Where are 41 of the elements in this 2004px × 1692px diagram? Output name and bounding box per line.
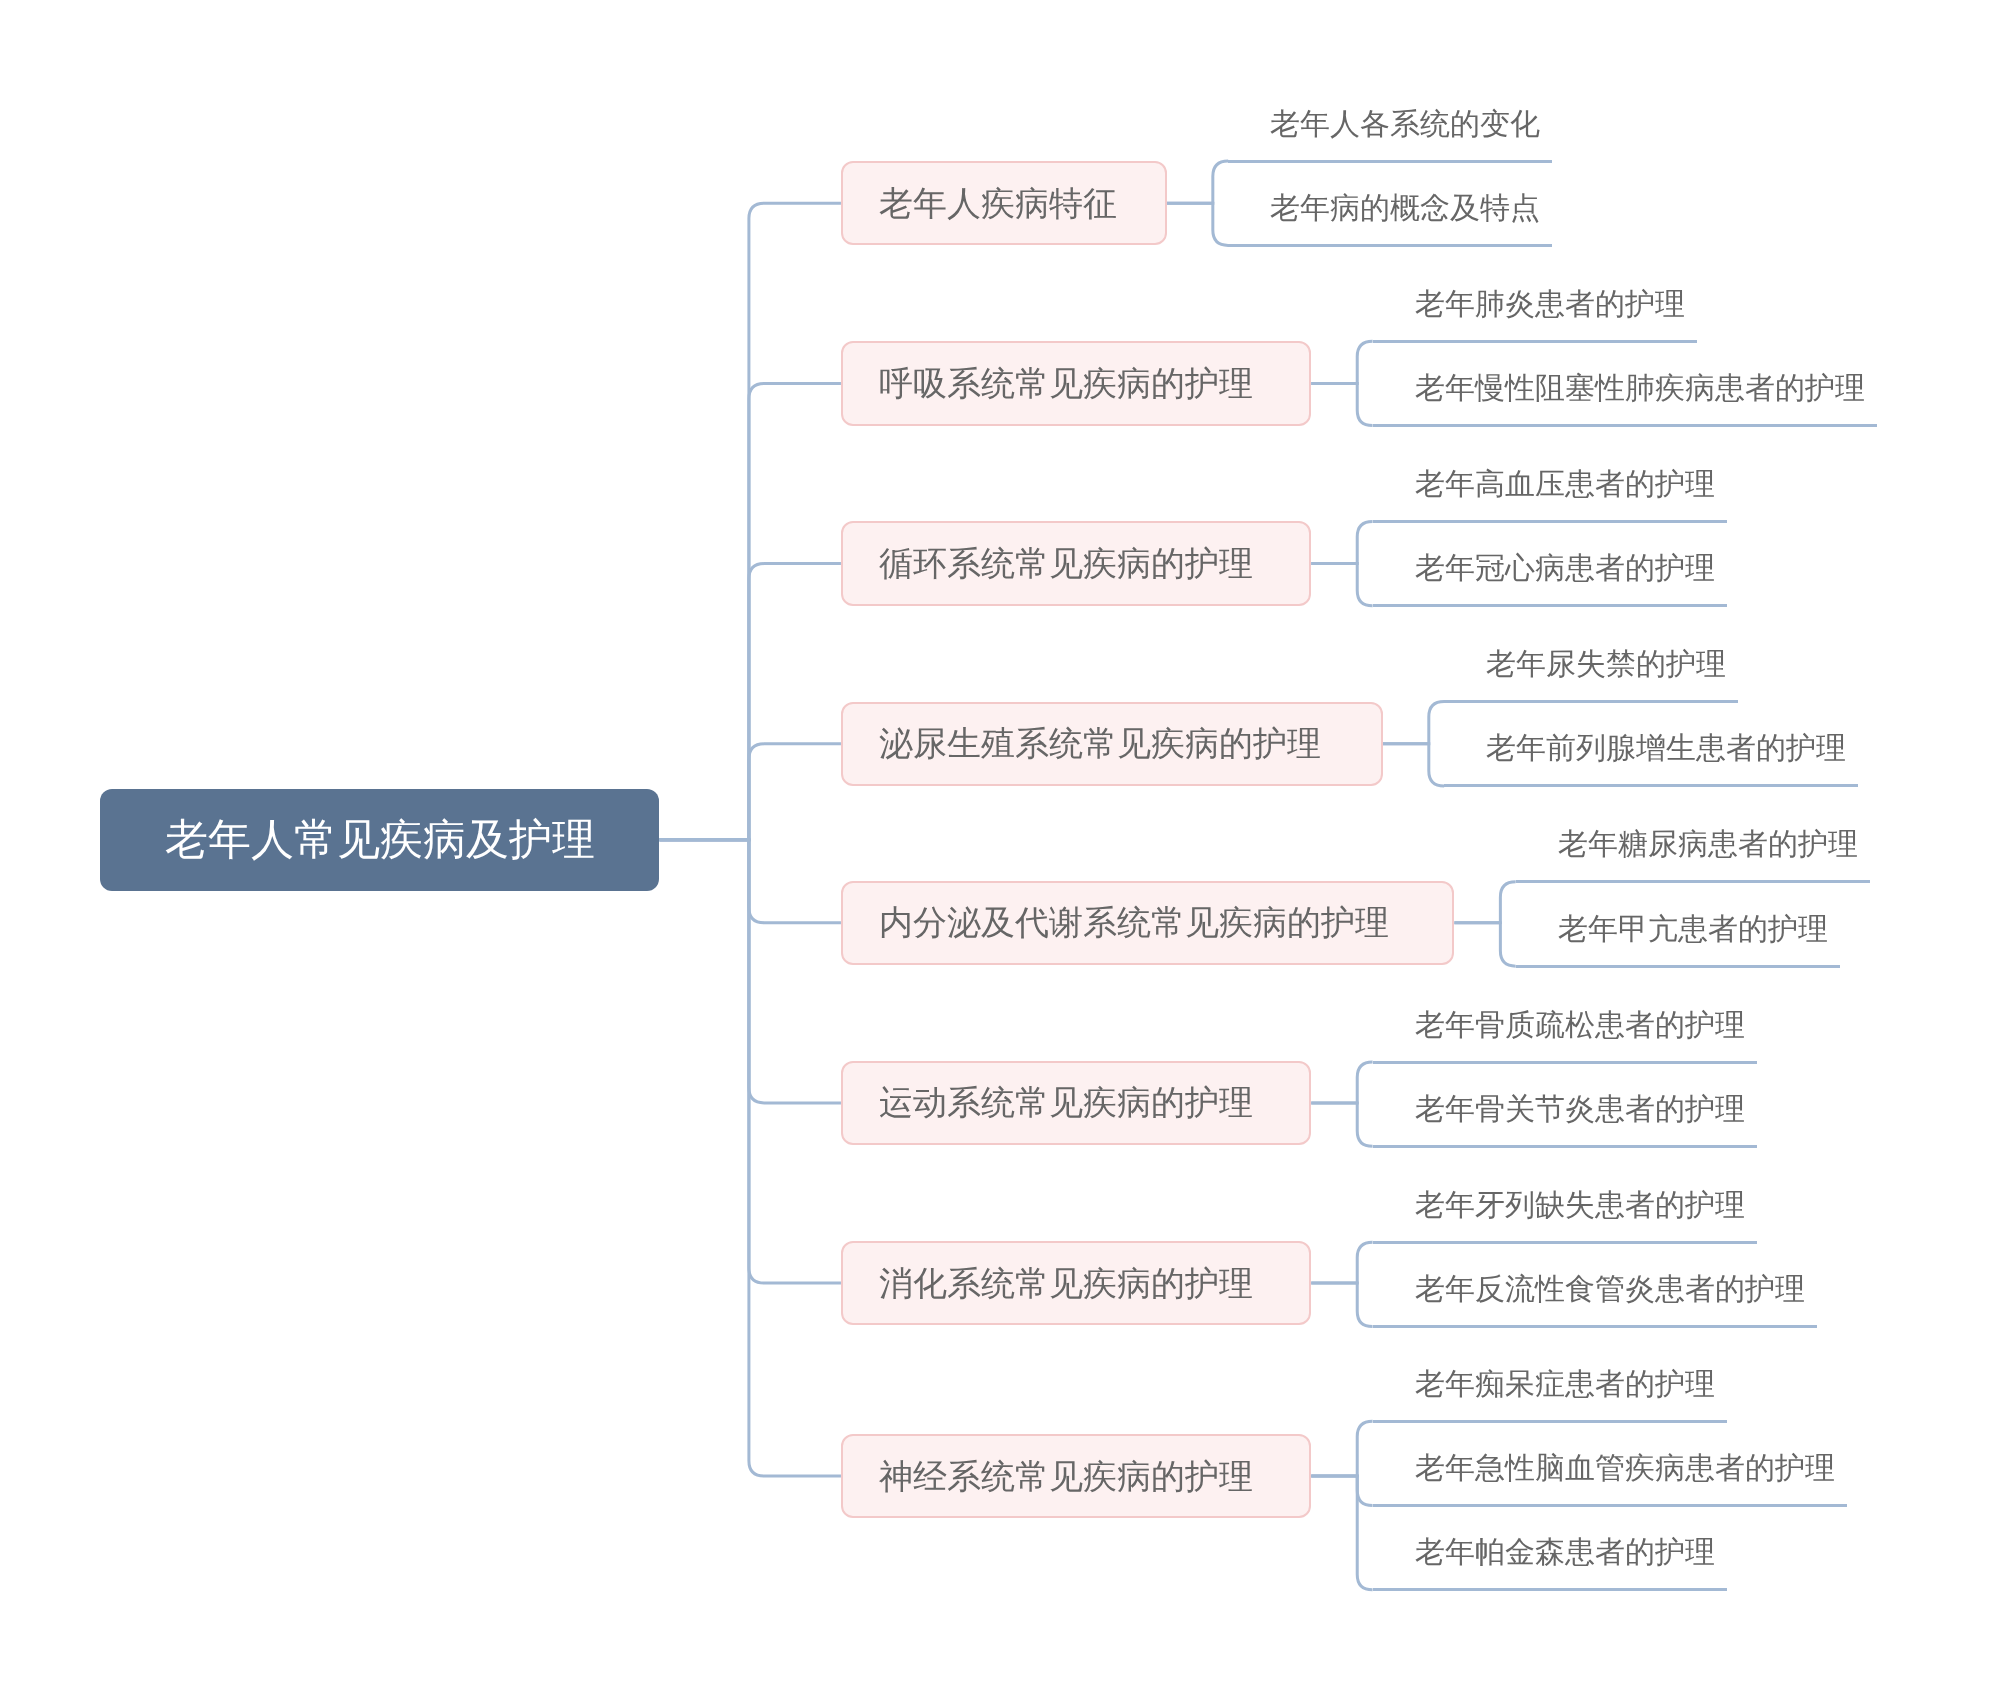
branch-topic-box (840, 161, 1167, 246)
node-text: 老年急性脑血管疾病患者的护理 (1414, 1449, 1835, 1485)
node-text: 老年牙列缺失患者的护理 (1414, 1186, 1745, 1222)
branch-topic-box (840, 1433, 1312, 1519)
connector-line (1311, 1474, 1375, 1592)
node-text: 老年痴呆症患者的护理 (1414, 1365, 1715, 1401)
node-text: 老年反流性食管炎患者的护理 (1414, 1271, 1805, 1307)
node-text: 消化系统常见疾病的护理 (878, 1261, 1253, 1305)
node-text: 老年冠心病患者的护理 (1414, 550, 1715, 586)
branch-topic-box (840, 1240, 1312, 1326)
node-text: 老年前列腺增生患者的护理 (1486, 730, 1847, 766)
connector-line (1311, 1101, 1375, 1148)
node-text: 老年甲亢患者的护理 (1557, 910, 1828, 946)
node-text: 老年人各系统的变化 (1270, 105, 1541, 141)
node-text: 泌尿生殖系统常见疾病的护理 (878, 722, 1321, 766)
node-text: 老年糖尿病患者的护理 (1557, 826, 1858, 862)
connector-line (1166, 201, 1230, 247)
root-topic-box (99, 788, 660, 891)
node-text: 老年帕金森患者的护理 (1414, 1534, 1715, 1570)
branch-topic-box (840, 701, 1383, 786)
node-text: 呼吸系统常见疾病的护理 (878, 361, 1253, 405)
branch-topic-box (840, 880, 1455, 965)
branch-topic-box (840, 1060, 1312, 1146)
node-text: 老年慢性阻塞性肺疾病患者的护理 (1414, 370, 1865, 406)
node-text: 内分泌及代谢系统常见疾病的护理 (878, 901, 1389, 945)
node-text: 老年肺炎患者的护理 (1414, 285, 1685, 321)
branch-topic-box (840, 341, 1312, 426)
node-text: 循环系统常见疾病的护理 (878, 542, 1253, 586)
node-text: 老年人常见疾病及护理 (164, 813, 595, 867)
connector-line (1311, 1281, 1375, 1329)
node-text: 老年尿失禁的护理 (1486, 646, 1727, 682)
node-text: 老年病的概念及特点 (1270, 189, 1541, 225)
node-text: 老年人疾病特征 (878, 181, 1117, 225)
node-text: 神经系统常见疾病的护理 (878, 1454, 1253, 1498)
branch-topic-box (840, 521, 1312, 606)
connector-line (1311, 381, 1375, 428)
node-text: 老年骨质疏松患者的护理 (1414, 1006, 1745, 1042)
node-text: 运动系统常见疾病的护理 (878, 1081, 1253, 1125)
connector-line (1311, 562, 1375, 608)
node-text: 老年高血压患者的护理 (1414, 465, 1715, 501)
node-text: 老年骨关节炎患者的护理 (1414, 1090, 1745, 1126)
